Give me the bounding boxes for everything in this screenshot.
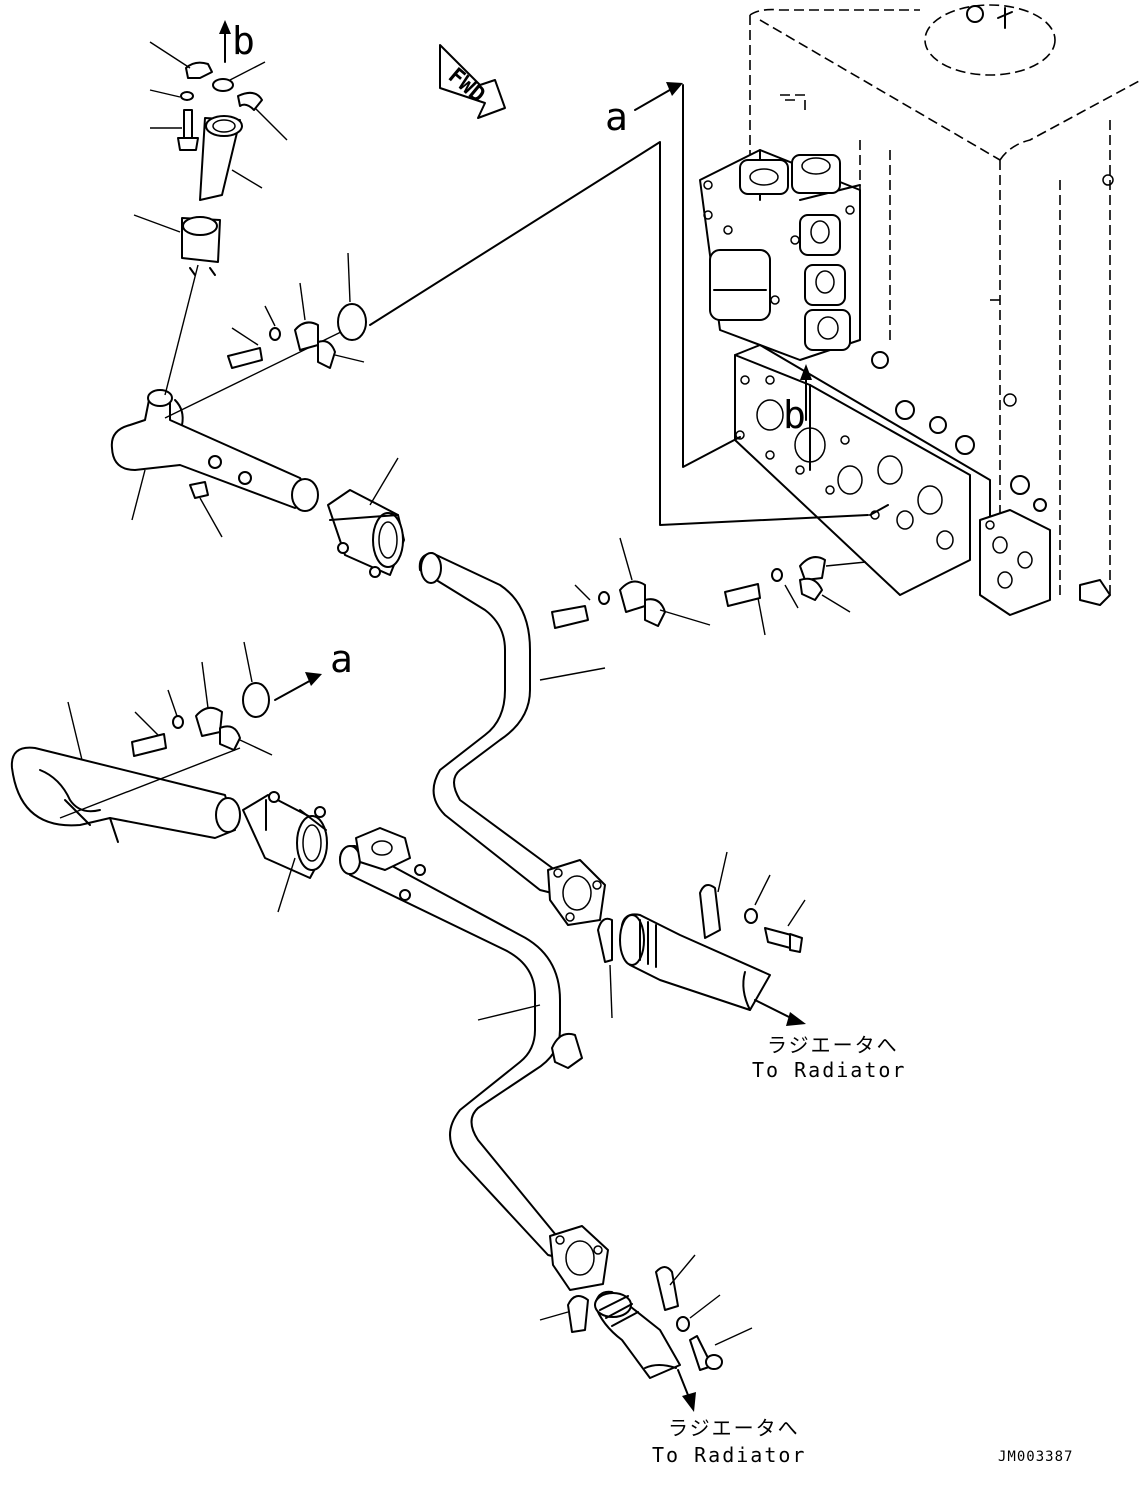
caption-upper: ラジエータへ To Radiator (752, 1033, 906, 1082)
upper-flange-set (227, 303, 367, 369)
callout-b-mid-label: b (783, 393, 806, 437)
upper-radiator-clamp (699, 883, 803, 953)
callout-a-bottom-label: a (330, 637, 353, 681)
callout-a-top-label: a (605, 95, 628, 139)
callout-a-bottom: a (274, 637, 353, 701)
callout-b-top: b (219, 19, 255, 63)
valve-base-block (734, 344, 1111, 616)
radiator-upper-jp: ラジエータへ (767, 1033, 899, 1057)
fwd-arrow-icon: FWD (439, 44, 506, 119)
caption-lower: ラジエータへ To Radiator (652, 1416, 806, 1467)
hydraulic-tank (749, 4, 1141, 600)
middle-flange-set (551, 556, 826, 629)
upper-coupling (327, 489, 405, 578)
upper-tee-pipe (110, 389, 319, 512)
radiator-hose-lower (594, 1290, 696, 1412)
lower-coupling (242, 791, 328, 879)
callout-b-mid: b (783, 364, 812, 437)
lower-s-pipe (339, 827, 609, 1291)
callout-a-top: a (605, 82, 683, 139)
radiator-lower-en: To Radiator (652, 1443, 806, 1467)
drawing-number: JM003387 (998, 1449, 1073, 1465)
top-clamp-parts (177, 61, 263, 276)
control-valve (699, 149, 861, 361)
callout-b-top-label: b (232, 19, 255, 63)
upper-s-pipe (418, 552, 606, 926)
radiator-hose-upper (597, 913, 806, 1026)
radiator-upper-en: To Radiator (752, 1058, 906, 1082)
lower-radiator-clamp (567, 1266, 723, 1371)
lower-flange-set (131, 682, 270, 757)
radiator-lower-jp: ラジエータへ (668, 1416, 800, 1440)
